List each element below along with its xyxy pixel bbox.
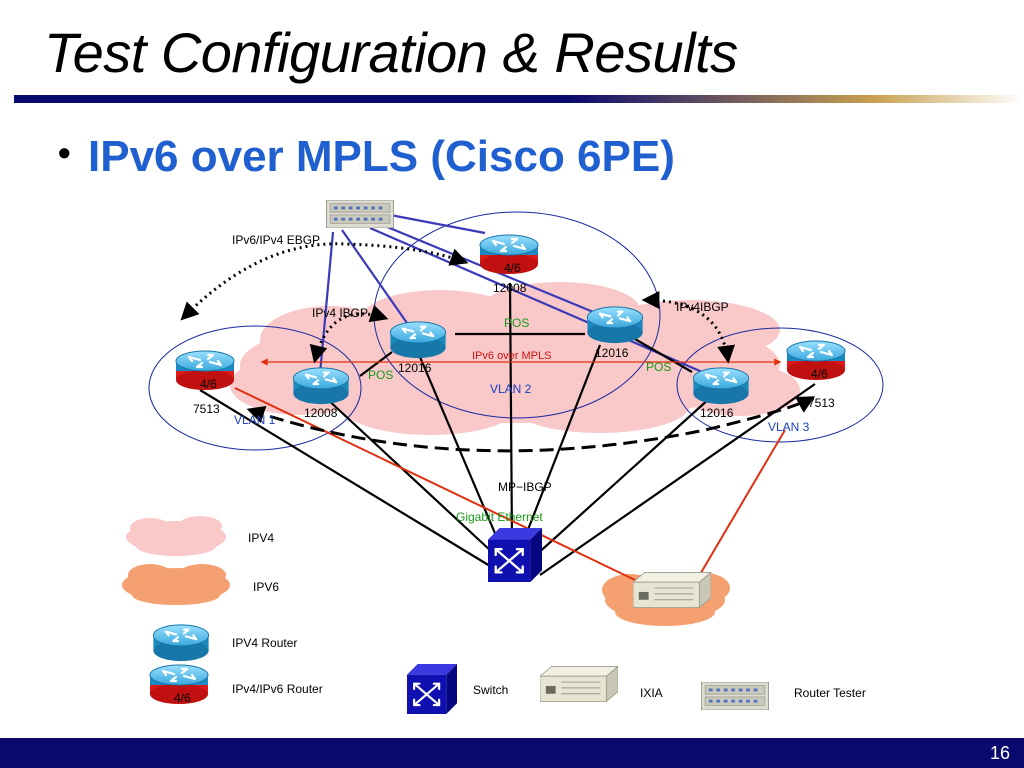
legend-tester-label: Router Tester [794, 686, 866, 700]
label-vlan2: VLAN 2 [490, 382, 532, 396]
legend-ipv4-router-label: IPV4 Router [232, 636, 297, 650]
dual-tag-7513-right: 4/6 [811, 367, 828, 381]
slide-footer: 16 [0, 738, 1024, 768]
label-7513-right: 7513 [808, 396, 835, 410]
page-number: 16 [989, 743, 1010, 763]
legend-ipv4-label: IPV4 [248, 531, 274, 545]
label-vlan1: VLAN 1 [234, 413, 276, 427]
legend-ixia-icon [540, 665, 618, 703]
router-12016-right [586, 305, 644, 345]
router-12008-left [292, 366, 350, 406]
bullet-item: • IPv6 over MPLS (Cisco 6PE) [58, 132, 675, 182]
label-12016-lower: 12016 [700, 406, 734, 420]
ixia-device [633, 571, 711, 609]
label-pos-top: POS [504, 316, 529, 330]
legend-dual-tag: 4/6 [174, 691, 191, 705]
legend-ixia-label: IXIA [640, 686, 663, 700]
bullet-dot-icon: • [58, 132, 71, 173]
label-pos-right: POS [646, 360, 671, 374]
legend-switch-icon [405, 664, 459, 714]
legend-ipv4-cloud [126, 516, 226, 556]
dual-tag-12008-top: 4/6 [504, 261, 521, 275]
legend-ipv6-cloud [122, 564, 230, 605]
label-ibgp-right: IPv4IBGP [676, 300, 729, 314]
label-12016-left: 12016 [398, 361, 432, 375]
legend-ipv4-router-icon [152, 623, 210, 663]
legend-dual-router-label: IPv4/IPv6 Router [232, 682, 323, 696]
title-rule [14, 95, 1024, 103]
network-diagram: 4/6 4/6 4/6 12008 12016 12016 7513 12008… [122, 200, 884, 714]
router-12016-lower [692, 366, 750, 406]
label-vlan3: VLAN 3 [768, 420, 810, 434]
ibgp-left-arc [309, 304, 389, 364]
router-12016-left [389, 320, 447, 360]
label-ebgp: IPv6/IPv4 EBGP [232, 233, 320, 247]
legend-ipv6-label: IPV6 [253, 580, 279, 594]
switch-device [488, 528, 542, 582]
label-12008-top: 12008 [493, 281, 527, 295]
mp-ibgp-arc [246, 396, 816, 453]
vlan1-ring [148, 325, 362, 451]
label-ipv6-mpls: IPv6 over MPLS [472, 350, 551, 362]
ibgp-right-arc [641, 291, 736, 364]
label-mp-ibgp: MP−IBGP [498, 480, 552, 494]
ixia-link-right [691, 429, 786, 589]
slide-title: Test Configuration & Results [44, 21, 738, 84]
bullet-text: IPv6 over MPLS (Cisco 6PE) [88, 132, 675, 181]
router-tester-device [326, 200, 394, 228]
label-gigabit: Gigabit Ethernet [456, 510, 543, 524]
label-pos-left: POS [368, 368, 393, 382]
label-12016-right: 12016 [595, 346, 629, 360]
dual-tag-7513-left: 4/6 [200, 377, 217, 391]
legend-switch-label: Switch [473, 683, 508, 697]
label-7513-left: 7513 [193, 402, 220, 416]
ebgp-arc [180, 242, 469, 321]
vlan3-ring [676, 327, 884, 443]
label-12008-left: 12008 [304, 406, 338, 420]
label-ibgp-left: IPv4 IBGP [312, 306, 368, 320]
legend-tester-icon [700, 682, 770, 710]
